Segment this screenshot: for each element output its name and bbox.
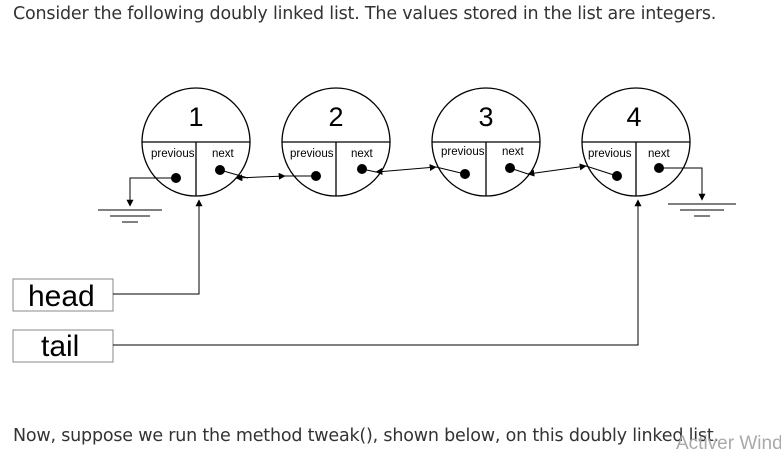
prev-field-label: previous (151, 148, 195, 160)
node-2: 2 previous next (281, 87, 391, 197)
node-value: 2 (328, 102, 343, 132)
link-arrow-2-3 (375, 164, 437, 175)
next-field-label: next (648, 148, 671, 160)
link-arrow-3-4 (527, 163, 587, 177)
node-3: 3 previous next (431, 87, 541, 197)
head-label: head (28, 280, 95, 313)
node-4: 4 previous next (581, 87, 691, 197)
outro-text: Now, suppose we run the method tweak(), … (13, 426, 719, 446)
intro-text: Consider the following doubly linked lis… (13, 4, 717, 24)
node-value: 1 (188, 102, 203, 132)
ground-symbol-left (98, 209, 162, 223)
link-arrow-1-2 (235, 172, 286, 182)
next-field-label: next (502, 146, 525, 158)
next-field-label: next (351, 148, 374, 160)
tail-pointer: tail (12, 329, 114, 363)
tail-pointer-arrow (113, 199, 642, 346)
head-pointer-arrow (113, 199, 203, 295)
prev-field-label: previous (290, 148, 334, 160)
prev-field-label: previous (588, 148, 632, 160)
ground-symbol-right (668, 203, 736, 217)
node-value: 3 (478, 102, 493, 132)
tail-label: tail (41, 330, 79, 363)
null-pointer-arrow (659, 167, 706, 201)
prev-field-label: previous (441, 146, 485, 158)
os-activation-watermark: Activer Wind (676, 433, 781, 454)
next-field-label: next (212, 148, 235, 160)
node-1: 1 previous next (141, 87, 251, 197)
node-value: 4 (626, 102, 641, 132)
null-pointer-arrow (126, 177, 176, 207)
head-pointer: head (12, 278, 114, 313)
